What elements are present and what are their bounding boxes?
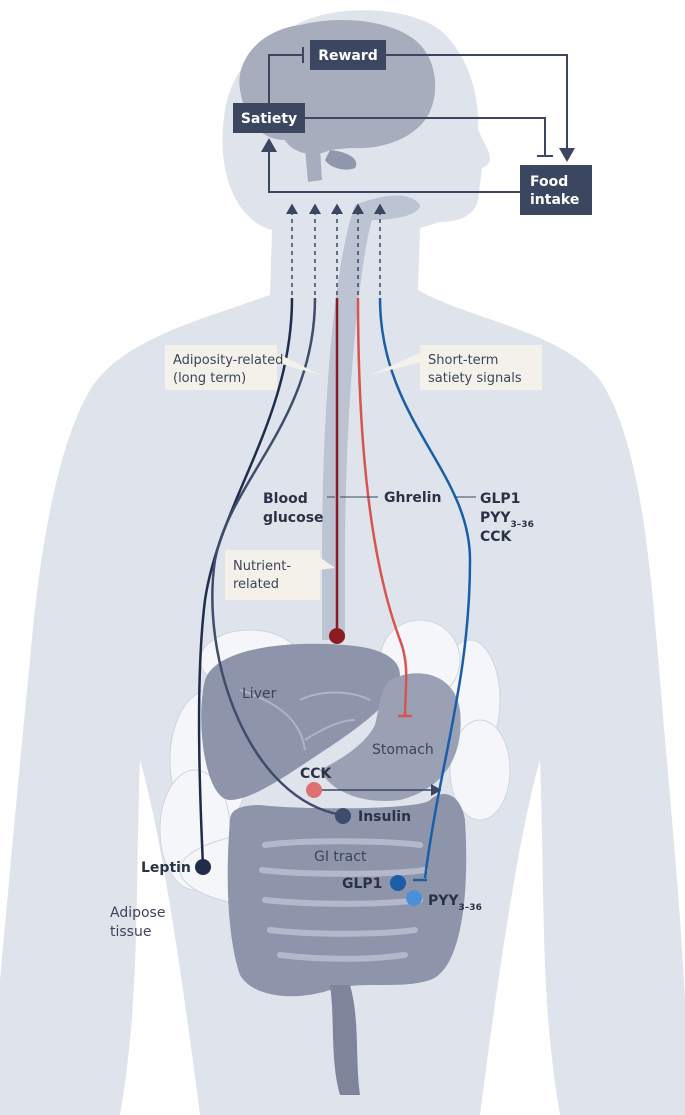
blood-glucose-label-2: glucose xyxy=(263,510,324,526)
glp1-dot xyxy=(390,875,406,891)
food-intake-label-1: Food xyxy=(530,174,568,190)
glp1-lower-label: GLP1 xyxy=(342,876,382,892)
cck-lower-label: CCK xyxy=(300,766,333,782)
pyy-upper-label: PYY3–36 xyxy=(480,510,534,530)
nutrient-callout: Nutrient- related xyxy=(225,550,335,600)
adiposity-label-1: Adiposity-related xyxy=(173,353,283,368)
leptin-pathway xyxy=(197,297,294,867)
glucose-dot xyxy=(329,628,345,644)
short-term-label-2: satiety signals xyxy=(428,371,522,386)
reward-label: Reward xyxy=(318,48,378,64)
liver xyxy=(201,643,400,800)
cck-upper-label: CCK xyxy=(480,529,513,545)
stomach xyxy=(320,673,461,801)
leptin-dot xyxy=(195,859,211,875)
pyy-dot xyxy=(406,890,422,906)
insulin-pathway xyxy=(211,297,343,817)
satiety-label: Satiety xyxy=(241,111,297,127)
glp1-upper-label: GLP1 xyxy=(480,491,520,507)
dashed-signals xyxy=(286,203,386,295)
gi-tract-label: GI tract xyxy=(314,849,367,865)
ghrelin-pathway xyxy=(356,297,408,717)
ghrelin-label: Ghrelin xyxy=(384,490,441,506)
leptin-label: Leptin xyxy=(141,860,191,876)
adipose-label-1: Adipose xyxy=(110,905,165,921)
brain-connections xyxy=(261,47,575,193)
gut-hormone-pathway xyxy=(378,297,472,879)
stomach-label: Stomach xyxy=(372,742,434,758)
adiposity-label-2: (long term) xyxy=(173,371,246,386)
insulin-label: Insulin xyxy=(358,809,411,825)
food-intake-box xyxy=(520,165,592,215)
brainstem xyxy=(305,148,322,182)
cck-dot xyxy=(306,782,322,798)
blood-glucose-label-1: Blood xyxy=(263,491,308,507)
short-term-label-1: Short-term xyxy=(428,353,498,368)
insulin-dot xyxy=(335,808,351,824)
nutrient-label-1: Nutrient- xyxy=(233,559,291,574)
short-term-callout: Short-term satiety signals xyxy=(370,345,542,390)
satiety-box xyxy=(233,103,305,133)
adiposity-callout: Adiposity-related (long term) xyxy=(165,345,320,390)
esophagus xyxy=(322,195,420,640)
reward-box xyxy=(310,40,386,70)
food-intake-label-2: intake xyxy=(530,192,579,208)
nutrient-label-2: related xyxy=(233,577,279,592)
adipose-label-2: tissue xyxy=(110,924,151,940)
pyy-lower-label: PYY3–36 xyxy=(428,893,482,913)
gi-tract xyxy=(227,794,467,1095)
liver-label: Liver xyxy=(242,686,277,702)
